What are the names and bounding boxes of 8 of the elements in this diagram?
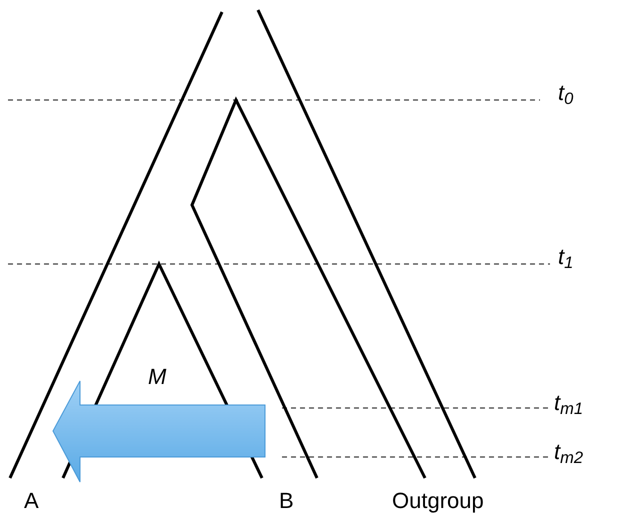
group-label: M	[148, 366, 166, 388]
time-label: t$_{m1}$	[554, 392, 584, 414]
time-label: t$_{m2}$	[554, 441, 584, 463]
time-label: t$_{1}$	[558, 246, 574, 268]
time-label: t$_{0}$	[558, 82, 574, 104]
taxon-label: A	[24, 490, 39, 512]
taxon-label: Outgroup	[392, 490, 484, 512]
taxon-label: B	[279, 490, 294, 512]
